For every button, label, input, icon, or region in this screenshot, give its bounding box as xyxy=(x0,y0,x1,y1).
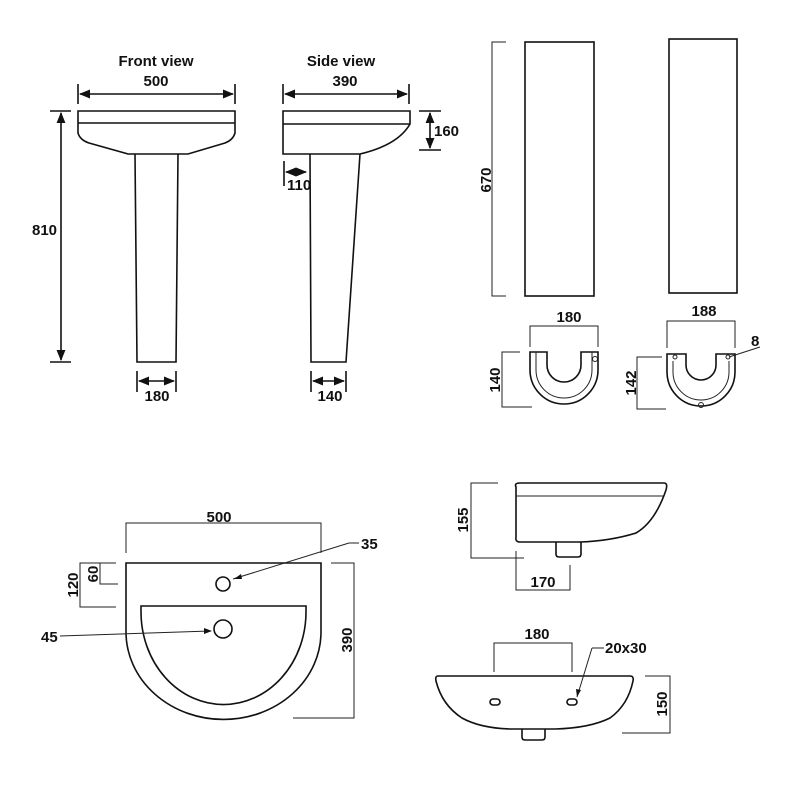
waste-hole xyxy=(213,619,233,639)
side-view: Side view 390 160 110 140 xyxy=(282,53,459,405)
right-pedestal-plan: 188 8 142 xyxy=(623,303,761,410)
right-pedestal-elevation xyxy=(668,38,738,294)
side-pedestal-outline xyxy=(309,153,361,363)
front-height-label: 810 xyxy=(32,222,57,239)
svg-text:120: 120 xyxy=(65,572,82,597)
basin-side-view: 155 170 xyxy=(455,482,668,591)
waste-label: 45 xyxy=(41,629,58,646)
side-wall-gap-label: 110 xyxy=(287,177,311,194)
front-view: Front view 500 810 180 xyxy=(32,53,236,405)
tap-hole xyxy=(215,576,231,592)
left-pedestal-elevation xyxy=(524,41,595,297)
side-basin-height-label: 160 xyxy=(434,123,459,140)
svg-text:500: 500 xyxy=(206,509,231,526)
svg-text:150: 150 xyxy=(654,691,671,716)
side-basin-outline xyxy=(282,110,411,155)
svg-text:180: 180 xyxy=(556,309,581,326)
side-base-label: 140 xyxy=(317,388,342,405)
basin-outline xyxy=(125,562,322,721)
hole-size-label: 8 xyxy=(751,333,759,350)
fixing-hole-left xyxy=(489,698,501,706)
front-view-title: Front view xyxy=(118,53,193,70)
pedestal-height-label: 670 xyxy=(478,167,495,192)
svg-text:390: 390 xyxy=(339,627,356,652)
front-basin-outline xyxy=(77,110,236,155)
svg-text:142: 142 xyxy=(623,370,640,395)
svg-text:188: 188 xyxy=(691,303,716,320)
side-view-width-label: 390 xyxy=(332,73,357,90)
bowl-outline xyxy=(140,605,307,706)
basin-plan-view: 500 35 45 120 60 390 xyxy=(41,509,378,721)
tap-hole-label: 35 xyxy=(361,536,378,553)
pedestal-elevations: 670 xyxy=(478,38,738,297)
basin-back-outline xyxy=(434,675,634,730)
front-view-width-label: 500 xyxy=(143,73,168,90)
left-pedestal-plan: 180 140 xyxy=(487,309,599,408)
svg-text:155: 155 xyxy=(455,507,472,532)
basin-side-outline xyxy=(514,482,668,543)
svg-text:180: 180 xyxy=(524,626,549,643)
svg-text:140: 140 xyxy=(487,367,504,392)
fixing-hole-right xyxy=(566,698,578,706)
side-view-title: Side view xyxy=(307,53,376,70)
svg-text:60: 60 xyxy=(85,566,102,583)
svg-text:170: 170 xyxy=(530,574,555,591)
basin-back-view: 180 20x30 150 xyxy=(434,626,671,741)
front-pedestal-outline xyxy=(134,153,179,363)
fixing-hole-label: 20x30 xyxy=(605,640,647,657)
front-base-label: 180 xyxy=(144,388,169,405)
